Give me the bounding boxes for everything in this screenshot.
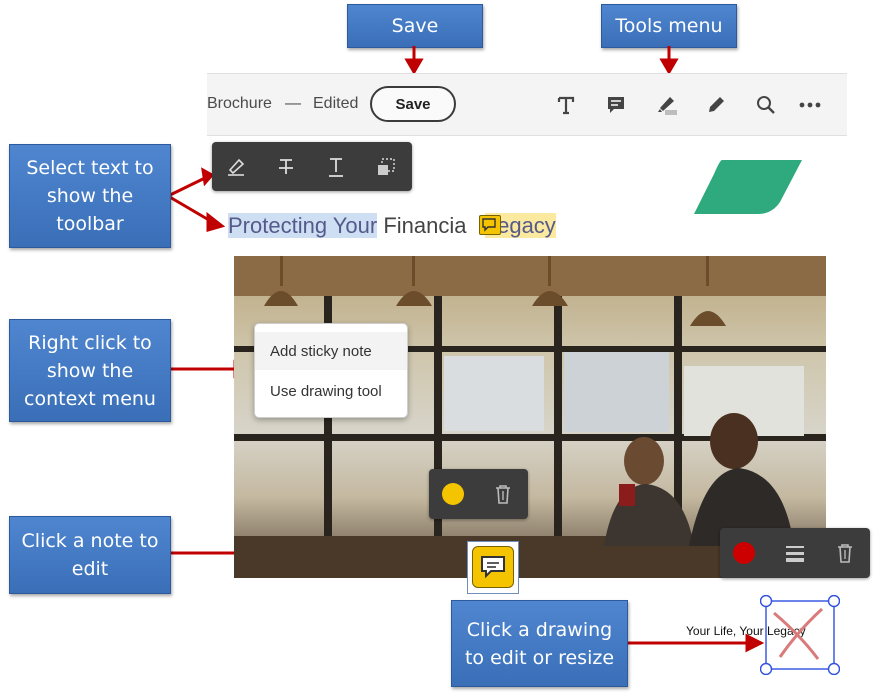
drawing-caption: Your Life, Your Legacy — [686, 624, 806, 638]
resize-handle-bottom-left — [759, 662, 773, 676]
text-toolbar — [212, 142, 412, 191]
arrow-save-head — [404, 58, 424, 75]
title-separator: — — [285, 95, 301, 112]
document-heading[interactable]: Protecting Your Financia Legacy — [228, 213, 556, 239]
document-name: Brochure — [207, 95, 272, 112]
callout-save-text: Save — [391, 15, 439, 37]
drawing-shape — [759, 594, 841, 676]
resize-handle-top-right — [827, 594, 841, 608]
green-accent-shape — [694, 160, 802, 214]
menu-item-use-drawing-tool[interactable]: Use drawing tool — [270, 382, 382, 400]
callout-save: Save — [347, 4, 483, 48]
more-icon[interactable] — [797, 92, 823, 118]
resize-handle-top-left — [759, 594, 773, 608]
sticky-note-body — [472, 546, 514, 588]
edit-status: Edited — [313, 95, 359, 112]
trash-icon[interactable] — [491, 482, 515, 506]
arrow-drawing-head — [745, 633, 765, 653]
callout-select-text: Select text to show the toolbar — [9, 144, 171, 248]
heading-comment-marker[interactable] — [479, 215, 501, 235]
comment-icon — [481, 556, 505, 579]
sticky-note[interactable] — [467, 541, 519, 594]
strikethrough-icon[interactable] — [274, 155, 298, 179]
pencil-icon[interactable] — [703, 92, 729, 118]
callout-right-click: Right click to show the context menu — [9, 319, 171, 422]
arrow-select-text-head-2 — [206, 211, 226, 232]
callout-tools-menu: Tools menu — [601, 4, 737, 48]
underline-icon[interactable] — [324, 155, 348, 179]
note-toolbar — [429, 469, 528, 519]
save-button[interactable]: Save — [370, 86, 456, 122]
arrow-select-text — [167, 175, 208, 198]
highlight-icon[interactable] — [224, 155, 248, 179]
text-icon[interactable] — [553, 92, 579, 118]
callout-click-note-label: Click a note to edit — [21, 530, 159, 580]
callout-click-drawing-label: Click a drawing to edit or resize — [464, 618, 615, 669]
trash-icon[interactable] — [833, 541, 857, 565]
menu-item-add-sticky-note[interactable]: Add sticky note — [255, 332, 407, 370]
top-toolbar: Brochure — Edited Save — [207, 73, 847, 136]
comment-icon[interactable] — [603, 92, 629, 118]
drawing-toolbar — [720, 528, 870, 578]
arrow-select-text-2 — [167, 194, 215, 225]
line-weight-icon[interactable] — [783, 541, 807, 565]
callout-click-note: Click a note to edit — [9, 516, 171, 594]
resize-handle-bottom-right — [827, 662, 841, 676]
context-menu: Add sticky note Use drawing tool — [254, 323, 408, 418]
search-icon[interactable] — [753, 92, 779, 118]
comment-icon — [482, 218, 496, 232]
arrow-tools-head — [659, 58, 679, 75]
color-dot-icon[interactable] — [732, 541, 756, 565]
color-dot-icon[interactable] — [441, 482, 465, 506]
heading-selected-text[interactable]: Protecting Your — [228, 213, 378, 238]
callout-select-text-label: Select text to show the toolbar — [26, 157, 154, 235]
arrow-select-text-head-1 — [201, 167, 215, 187]
cafe-photo-illustration — [234, 256, 826, 578]
highlighter-icon[interactable] — [653, 92, 679, 118]
callout-right-click-label: Right click to show the context menu — [24, 331, 156, 410]
copy-icon[interactable] — [374, 155, 398, 179]
callout-tools-text: Tools menu — [615, 15, 723, 37]
heading-plain-text[interactable]: Financia — [383, 213, 467, 238]
drawing-selection[interactable] — [759, 594, 841, 676]
callout-click-drawing: Click a drawing to edit or resize — [451, 600, 628, 687]
